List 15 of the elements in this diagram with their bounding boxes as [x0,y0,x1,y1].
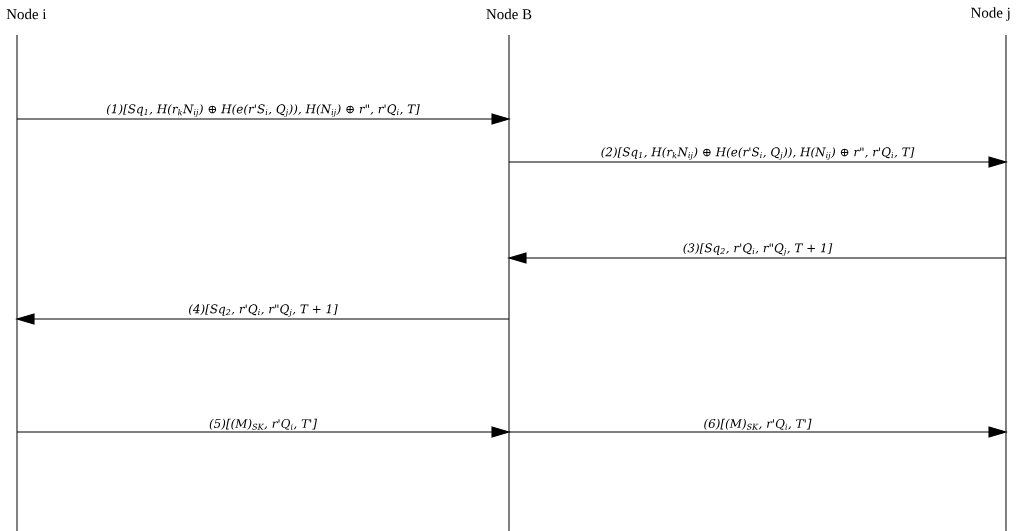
arrow [507,252,1007,264]
arrow [15,313,510,325]
arrow [16,426,511,438]
edge-label: (5)[(M)$_{SK}$, r'Q$_{i}$, T'] [209,418,318,430]
edge-label: (4)[Sq$_{2}$, r'Q$_{i}$, r"Q$_{j}$, T + 1] [189,304,338,317]
edge-label: (6)[(M)$_{SK}$, r'Q$_{i}$, T'] [704,418,812,430]
arrow [16,113,511,125]
node-label: Node j [971,7,1010,21]
arrow [508,426,1008,438]
edge-label: (2)[Sq$_{1}$, H(r$_{k}$N$_{ij}$) ⊕ H(e(r'S$_{i}$, Q$_{j}$)), H(N$_{ij}$) ⊕ r", r'Q$_{i}$, T] [601,147,915,160]
node-label: Node B [486,8,532,20]
node-label: Node i [6,8,47,20]
edge-label: (3)[Sq$_{2}$, r'Q$_{i}$, r"Q$_{j}$, T + 1] [683,243,833,256]
edge-label: (1)[Sq$_{1}$, H(r$_{k}$N$_{ij}$) ⊕ H(e(r'S$_{i}$, Q$_{j}$)), H(N$_{ij}$) ⊕ r", r'Q$_{i}$, T] [106,104,420,117]
arrow [508,156,1008,168]
